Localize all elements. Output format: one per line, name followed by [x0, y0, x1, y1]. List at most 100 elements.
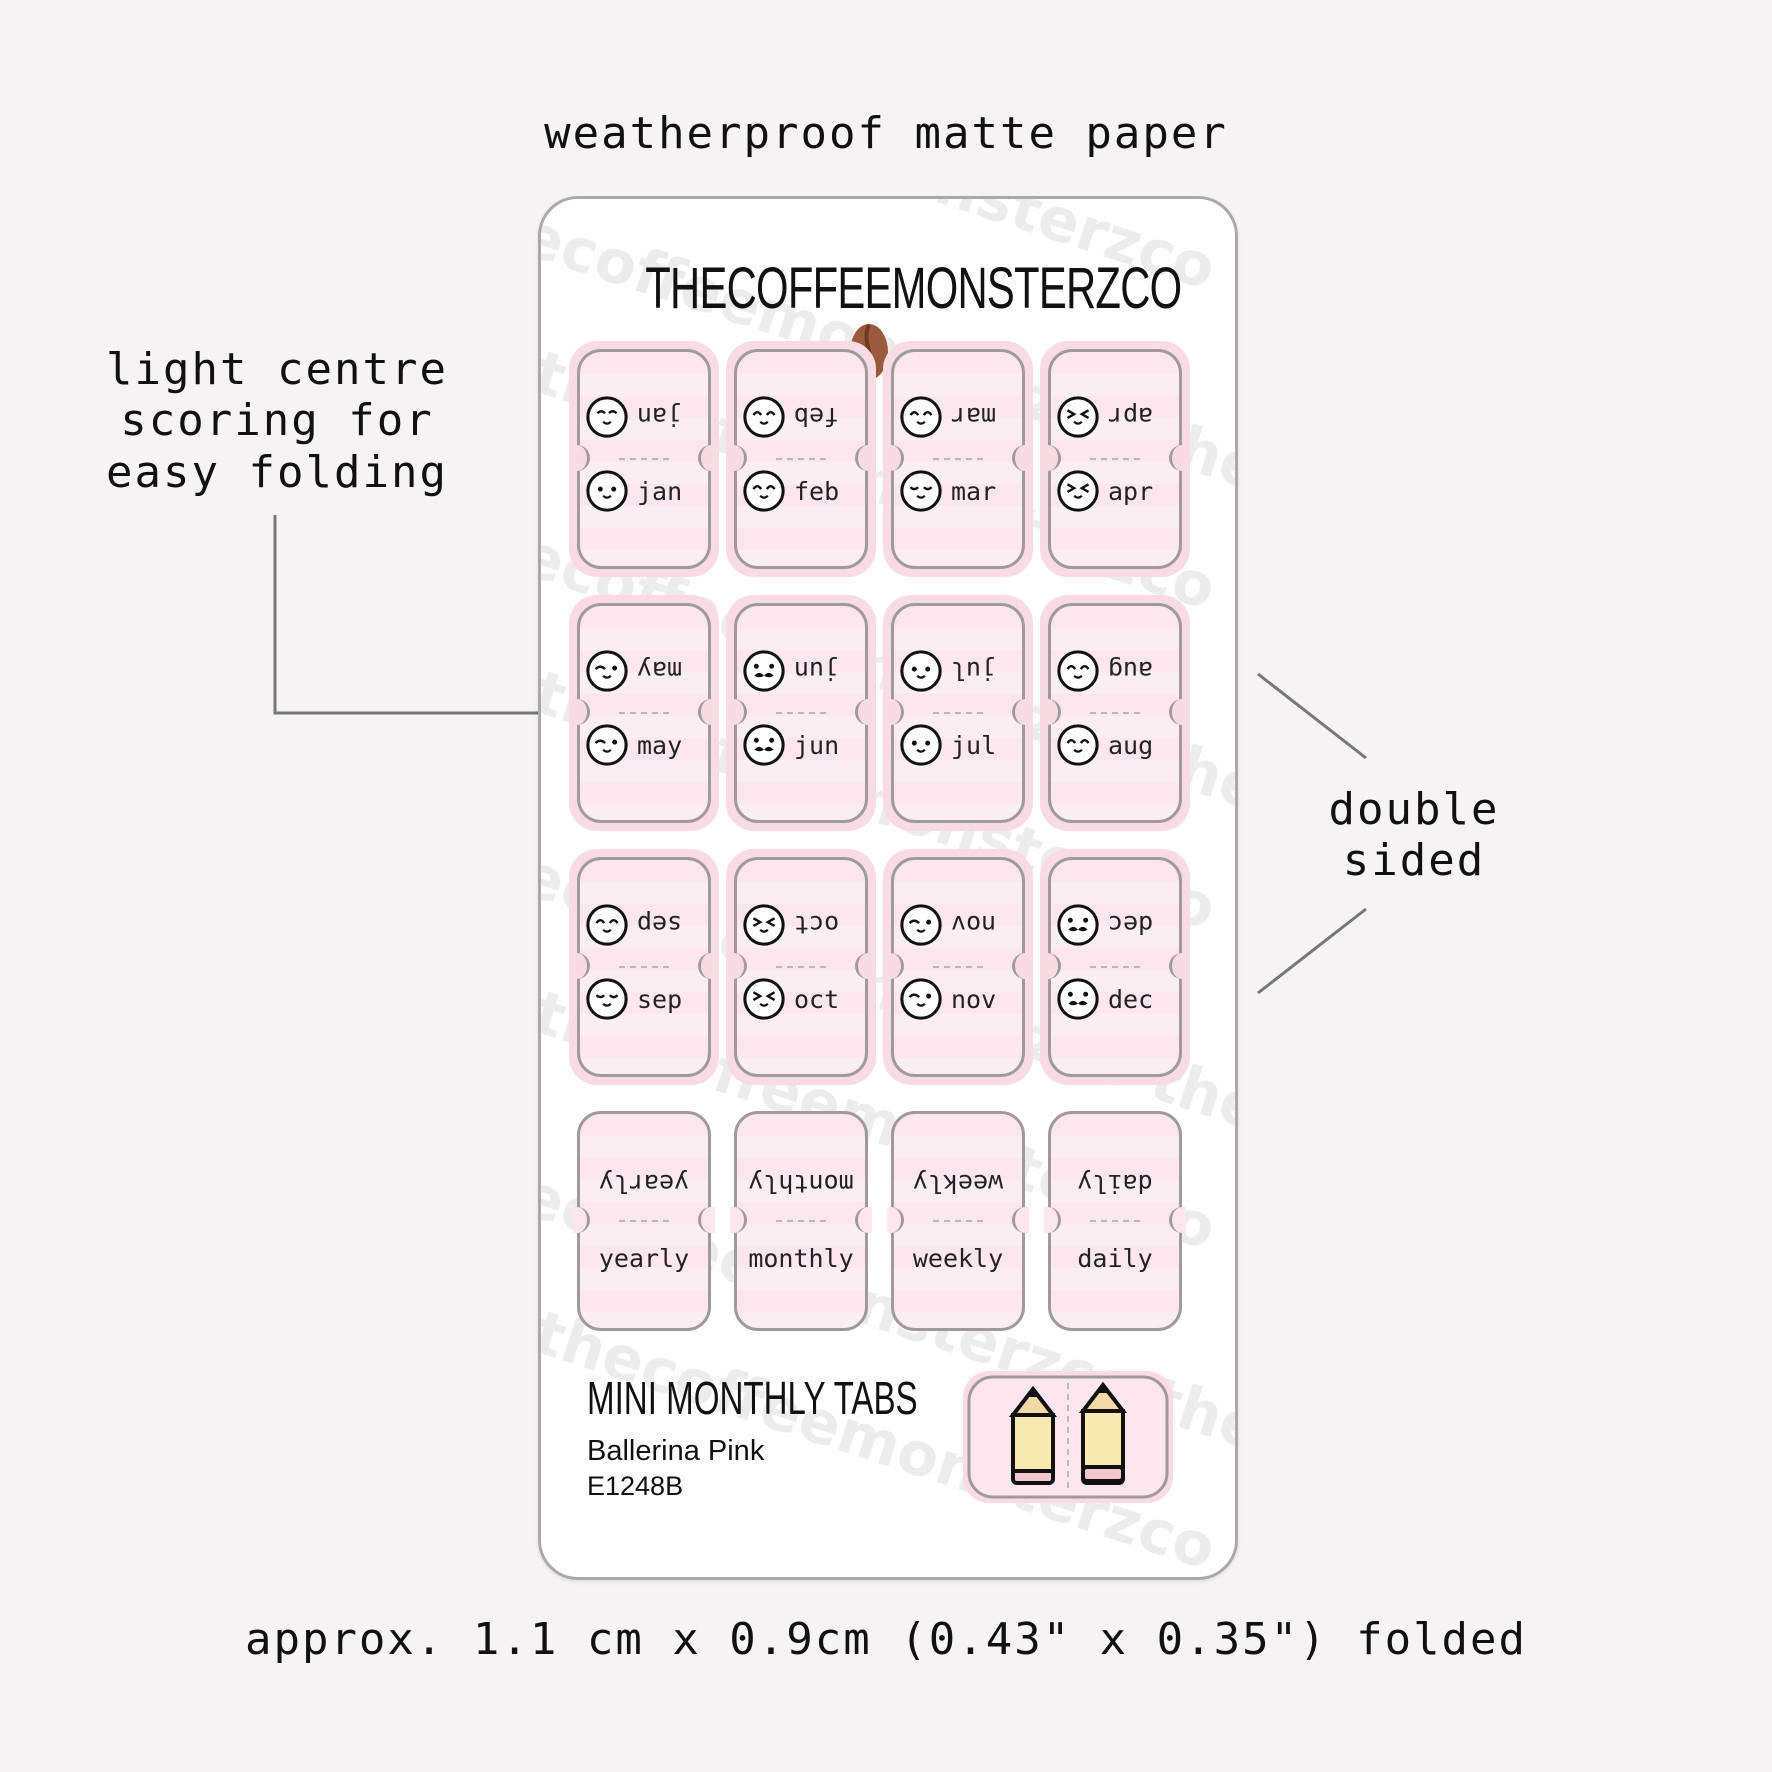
tab-label-flipped: jan [637, 402, 683, 432]
tab-label-flipped: nov [951, 910, 997, 940]
face-icon [1056, 977, 1100, 1021]
score-notch [1044, 699, 1061, 725]
month-tab-may: may may [569, 595, 719, 831]
month-tab-jan: jan jan [569, 341, 719, 577]
face-icon [1056, 903, 1100, 947]
fold-line [776, 458, 826, 460]
tab-label: monthly [748, 1244, 854, 1273]
tab-half-bottom: jul [899, 723, 1017, 767]
tab-label: feb [794, 476, 840, 506]
product-color: Ballerina Pink [587, 1435, 765, 1467]
word-tab-weekly: weekly weekly [887, 1111, 1029, 1331]
score-notch [573, 699, 590, 725]
pencil-tab [963, 1371, 1173, 1503]
score-notch [855, 953, 872, 979]
score-notch [887, 1207, 904, 1233]
fold-line [619, 458, 669, 460]
tab-label-flipped: aug [1108, 656, 1154, 686]
tab-label: nov [951, 984, 997, 1014]
tab-label-flipped: yearly [598, 1169, 690, 1198]
tab-half-bottom: feb [742, 470, 860, 512]
tab-half-bottom: aug [1056, 723, 1174, 767]
fold-line [619, 712, 669, 714]
product-code: E1248B [587, 1471, 684, 1501]
pencil-icon [1008, 1385, 1058, 1485]
tab-label: weekly [912, 1244, 1004, 1273]
face-icon [585, 469, 629, 513]
caption-size: approx. 1.1 cm x 0.9cm (0.43" x 0.35") f… [244, 1614, 1528, 1665]
score-notch [730, 699, 747, 725]
fold-line [933, 966, 983, 968]
caption-scoring: light centre scoring for easy folding [106, 344, 448, 498]
tab-label-flipped: feb [794, 402, 840, 432]
tab-label-flipped: jul [951, 656, 997, 686]
tab-half-bottom: may [585, 724, 703, 766]
face-icon [742, 977, 786, 1021]
tab-label-flipped: may [637, 656, 683, 686]
tab-half-top: jun [742, 650, 860, 692]
score-notch [698, 699, 715, 725]
fold-line [619, 966, 669, 968]
fold-line [1090, 712, 1140, 714]
brand-header: THECOFFEEMONSTERZCO [541, 255, 1235, 382]
face-icon [585, 977, 629, 1021]
tab-label-flipped: sep [637, 910, 683, 940]
score-notch [573, 953, 590, 979]
face-icon [899, 469, 943, 513]
score-notch [698, 445, 715, 471]
score-notch [1012, 953, 1029, 979]
caption-double-sided: double sided [1328, 784, 1500, 887]
score-notch [855, 699, 872, 725]
tab-label: daily [1077, 1244, 1153, 1273]
face-icon [1056, 723, 1100, 767]
caption-paper: weatherproof matte paper [544, 108, 1228, 159]
fold-line [933, 712, 983, 714]
tab-half-top: mar [899, 395, 1017, 439]
tab-half-bottom: sep [585, 977, 703, 1021]
tab-half-top: apr [1056, 396, 1174, 438]
score-notch [887, 953, 904, 979]
score-notch [1169, 1207, 1186, 1233]
score-notch [573, 1207, 590, 1233]
word-tab-daily: daily daily [1044, 1111, 1186, 1331]
score-notch [1012, 699, 1029, 725]
score-notch [1169, 953, 1186, 979]
face-icon [742, 723, 786, 767]
tab-half-bottom: apr [1056, 469, 1174, 513]
face-icon [899, 395, 943, 439]
fold-line [933, 1220, 983, 1222]
tab-label: aug [1108, 730, 1154, 760]
face-icon [1056, 469, 1100, 513]
tab-label: jun [794, 730, 840, 760]
face-icon [585, 395, 629, 439]
tab-label: dec [1108, 984, 1154, 1014]
tab-half-bottom: jan [585, 469, 703, 513]
score-notch [1012, 1207, 1029, 1233]
month-tab-jun: jun jun [726, 595, 876, 831]
tab-half-top: feb [742, 396, 860, 438]
fold-line [1090, 458, 1140, 460]
fold-line [776, 712, 826, 714]
score-notch [1044, 953, 1061, 979]
tab-half-bottom: nov [899, 977, 1017, 1021]
fold-line [776, 1220, 826, 1222]
fold-line [776, 966, 826, 968]
month-tab-jul: jul jul [883, 595, 1033, 831]
tab-half-top: sep [585, 904, 703, 946]
face-icon [899, 977, 943, 1021]
tab-label: yearly [598, 1244, 690, 1273]
score-notch [855, 1207, 872, 1233]
pencil-icon [1078, 1381, 1128, 1485]
word-tab-yearly: yearly yearly [573, 1111, 715, 1331]
fold-line [619, 1220, 669, 1222]
tab-label-flipped: daily [1077, 1169, 1153, 1198]
tab-label-flipped: weekly [912, 1169, 1004, 1198]
face-icon [899, 723, 943, 767]
score-notch [698, 1207, 715, 1233]
tab-label: may [637, 730, 683, 760]
tab-label-flipped: oct [794, 910, 840, 940]
tab-label-flipped: jun [794, 656, 840, 686]
